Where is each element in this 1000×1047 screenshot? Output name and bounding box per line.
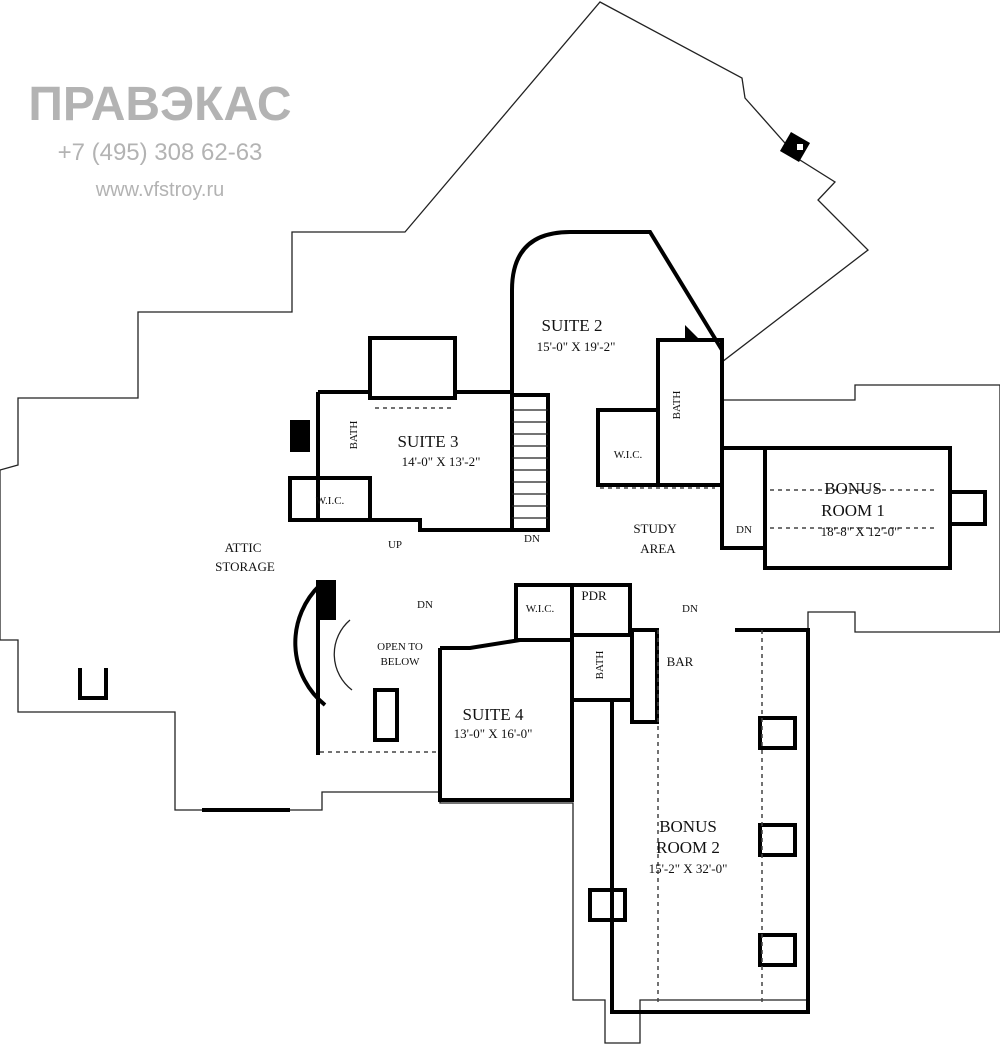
suite2-name: SUITE 2 — [542, 316, 603, 335]
bonus2-name: BONUS — [659, 817, 717, 836]
bath3-label: BATH — [348, 421, 360, 450]
chimney-flue — [797, 144, 803, 150]
ceiling-lines — [320, 407, 935, 1005]
suite4-dims: 13'-0" X 16'-0" — [454, 726, 533, 741]
pdr-label: PDR — [581, 588, 607, 603]
bar-dn-label: DN — [682, 603, 698, 615]
suite3-dims: 14'-0" X 13'-2" — [402, 454, 481, 469]
chimney-cap — [779, 131, 811, 163]
curved-stair — [293, 583, 327, 707]
open-to-below: OPEN TO — [377, 641, 423, 653]
stair-column — [320, 580, 336, 620]
wic2-walls — [596, 408, 660, 487]
stair-treads — [512, 409, 548, 519]
chimney — [290, 420, 310, 452]
bonus2-walls — [438, 628, 810, 1014]
landing-dn-label: DN — [736, 524, 752, 536]
bonus2-dims: 15'-2" X 32'-0" — [649, 861, 728, 876]
curved-stair-dn-label: DN — [417, 599, 433, 611]
study-name-2: AREA — [640, 541, 676, 556]
open-to-below-2: BELOW — [380, 656, 420, 668]
suite2-walls — [510, 230, 724, 480]
landing-walls — [720, 446, 767, 550]
wic3-label: W.I.C. — [316, 495, 345, 507]
watermark-url: www.vfstroy.ru — [95, 179, 225, 201]
column — [373, 688, 399, 742]
suite2-dims: 15'-0" X 19'-2" — [537, 339, 616, 354]
wic3-walls — [288, 476, 372, 522]
up-label: UP — [388, 539, 402, 551]
wall-corner — [685, 325, 700, 340]
study-name: STUDY — [633, 521, 677, 536]
attic-name: ATTIC — [225, 540, 262, 555]
bonus1-dims: 18'-8" X 12'-0" — [821, 524, 900, 539]
stair-dn-label: DN — [524, 533, 540, 545]
bonus1-name-2: ROOM 1 — [821, 501, 885, 520]
bath4-label: BATH — [594, 651, 606, 680]
suite3-name: SUITE 3 — [398, 432, 459, 451]
wic4-label: W.I.C. — [526, 603, 555, 615]
suite3-bay — [368, 336, 457, 400]
suite4-name: SUITE 4 — [463, 705, 524, 724]
bonus2-name-2: ROOM 2 — [656, 838, 720, 857]
bath2-label: BATH — [671, 391, 683, 420]
watermark-logo: ПРАВЭКАС — [28, 78, 291, 131]
curved-stair-inner — [333, 619, 353, 691]
attic-name-2: STORAGE — [215, 559, 275, 574]
bar-counter — [630, 628, 659, 724]
bar-label: BAR — [667, 654, 694, 669]
bath2-walls — [656, 338, 724, 487]
bonus2-dormers — [588, 716, 797, 967]
stair-walls — [510, 393, 550, 532]
wic2-label: W.I.C. — [614, 449, 643, 461]
suite3-walls — [318, 336, 514, 530]
bonus1-dormer — [948, 490, 987, 526]
attic-access — [78, 668, 108, 700]
bonus1-name: BONUS — [824, 479, 882, 498]
watermark-phone: +7 (495) 308 62-63 — [58, 139, 263, 166]
